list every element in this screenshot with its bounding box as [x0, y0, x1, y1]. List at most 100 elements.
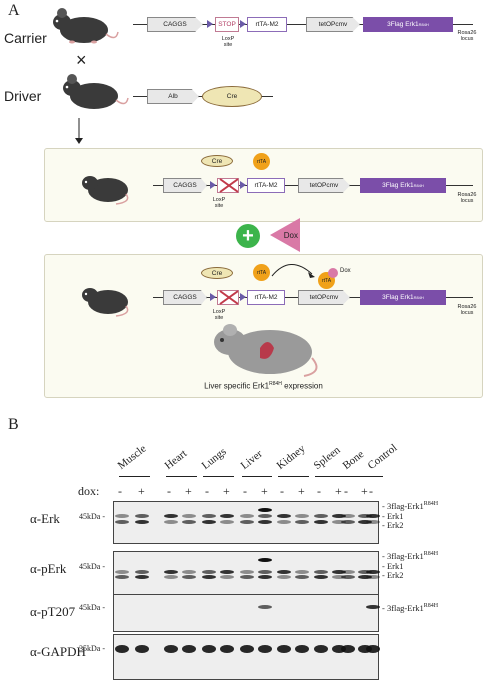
tissue-underline — [203, 476, 234, 477]
blot-band — [182, 514, 196, 518]
mw-marker: 45kDa - — [79, 603, 105, 612]
blot-band — [277, 575, 291, 579]
box2-cre-protein: Cre — [201, 267, 233, 279]
box2-caggs: CAGGS — [163, 290, 207, 305]
band-label-sup: R84H — [424, 551, 438, 557]
box2-loxp-label: LoxP site — [208, 309, 230, 321]
antibody-label: α-GAPDH — [30, 644, 86, 660]
blot-band — [341, 645, 355, 653]
blot-band — [341, 514, 355, 518]
blot-band — [135, 645, 149, 653]
dox-sign: + — [185, 484, 192, 499]
blot-band — [341, 570, 355, 574]
box2-mouse-icon — [76, 280, 132, 318]
tissue-underline — [119, 476, 150, 477]
antibody-label: α-Erk — [30, 511, 60, 527]
carrier-mouse-icon — [48, 8, 120, 48]
blot-band — [314, 520, 328, 524]
tissue-underline — [166, 476, 197, 477]
band-label: - 3flag-Erk1 — [382, 551, 424, 561]
blot-band — [295, 575, 309, 579]
blot-band — [314, 575, 328, 579]
tissue-label-lungs: Lungs — [200, 446, 229, 472]
tissue-label-liver: Liver — [239, 448, 265, 472]
band-label: - 3flag-Erk1 — [382, 501, 424, 511]
band-label: - Erk2 — [382, 570, 403, 580]
blot-band — [202, 520, 216, 524]
tissue-label-bone: Bone — [341, 448, 367, 472]
blot-band — [164, 514, 178, 518]
dox-sign: - — [167, 484, 171, 499]
box2-loxp-left-icon — [210, 293, 216, 301]
blot-band — [277, 514, 291, 518]
mw-marker: 45kDa - — [79, 562, 105, 571]
liver-caption: Liver specific Erk1R84H expression — [0, 381, 491, 391]
cre-gene: Cre — [202, 86, 262, 107]
blot-band — [240, 520, 254, 524]
blot-band — [115, 570, 129, 574]
caggs-promoter: CAGGS — [147, 17, 203, 32]
tissue-label-heart: Heart — [163, 447, 190, 472]
blot-image — [113, 551, 379, 595]
box1-loxp-label: LoxP site — [208, 197, 230, 209]
blot-band — [182, 520, 196, 524]
blot-image — [113, 501, 379, 544]
driver-mouse-icon — [58, 74, 130, 114]
blot-band-mutant — [258, 558, 272, 562]
band-label: - 3flag-Erk1 — [382, 603, 424, 613]
blot-band — [115, 514, 129, 518]
stop-cassette: STOP — [215, 17, 239, 32]
band-label: - Erk2 — [382, 520, 403, 530]
blot-band — [115, 520, 129, 524]
box2-rosa-label: Rosa26 locus — [454, 304, 480, 316]
blot-band — [220, 570, 234, 574]
box1-caggs: CAGGS — [163, 178, 207, 193]
blot-band — [135, 520, 149, 524]
blot-band — [220, 645, 234, 653]
blot-band — [164, 520, 178, 524]
blot-band — [295, 514, 309, 518]
panel-b-letter: B — [8, 416, 19, 434]
blot-band — [240, 645, 254, 653]
dox-bound-icon — [328, 268, 338, 278]
blot-band — [135, 514, 149, 518]
blot-band — [182, 575, 196, 579]
blot-band — [258, 645, 272, 653]
binding-arrow-icon — [268, 258, 318, 282]
box1-rosa-label: Rosa26 locus — [454, 192, 480, 204]
erk1-mutant-gene: 3Flag Erk1R84H — [363, 17, 453, 32]
blot-band — [202, 570, 216, 574]
dox-sign: - — [118, 484, 122, 499]
blot-band — [220, 575, 234, 579]
mw-marker: 35kDa - — [79, 644, 105, 653]
blot-band — [240, 575, 254, 579]
box1-rtta: rtTA-M2 — [247, 178, 285, 193]
box2-tetop: tetOPcmv — [298, 290, 350, 305]
blot-band — [220, 514, 234, 518]
blot-band — [220, 520, 234, 524]
dox-sign: - — [243, 484, 247, 499]
down-arrow-icon — [74, 118, 84, 144]
band-label-sup: R84H — [424, 501, 438, 507]
blot-band — [277, 570, 291, 574]
blot-band — [115, 575, 129, 579]
blot-band — [295, 570, 309, 574]
band-label-row: - Erk2 — [382, 570, 403, 580]
rtta-gene: rtTA-M2 — [247, 17, 287, 32]
panel-a-letter: A — [8, 2, 20, 20]
blot-band — [314, 570, 328, 574]
carrier-label: Carrier — [4, 30, 47, 46]
band-label-row: - 3flag-Erk1R84H — [382, 551, 438, 561]
band-label-row: - 3flag-Erk1R84H — [382, 603, 438, 613]
mw-marker: 45kDa - — [79, 512, 105, 521]
blot-band — [202, 514, 216, 518]
blot-band — [164, 645, 178, 653]
tissue-underline — [315, 476, 346, 477]
rosa-label: Rosa26 locus — [454, 30, 480, 42]
box2-stop-excised — [217, 290, 239, 305]
blot-band — [258, 575, 272, 579]
band-label-row: - 3flag-Erk1R84H — [382, 501, 438, 511]
blot-band — [202, 645, 216, 653]
offspring-mouse-icon — [76, 168, 132, 206]
